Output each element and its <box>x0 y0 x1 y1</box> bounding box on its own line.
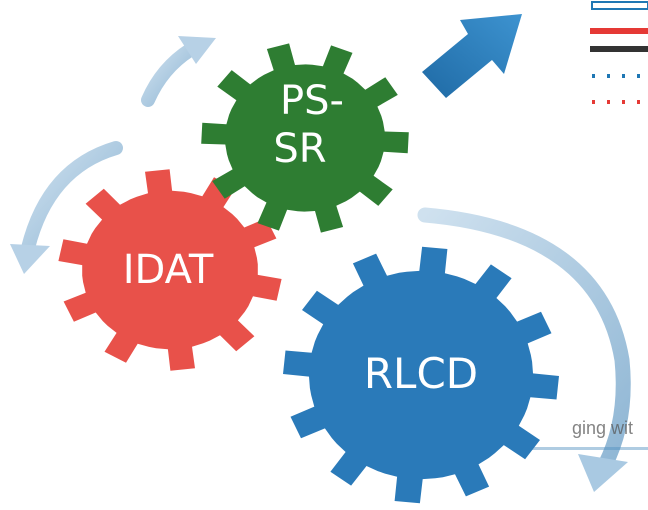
gear-label-ps-sr-line1: PS- <box>280 78 344 124</box>
gear-idat-body <box>58 169 282 371</box>
gear-label-ps-sr-line2: SR <box>273 126 326 172</box>
gear-label-rlcd: RLCD <box>364 349 478 398</box>
output-arrow <box>422 14 522 98</box>
faded-caption-text: ging wit <box>572 418 633 438</box>
arc-arrow-top <box>141 43 197 107</box>
gear-label-idat: IDAT <box>123 247 214 293</box>
arc-arrow-right-head <box>578 454 628 492</box>
gear-rlcd-body <box>283 246 559 504</box>
legend <box>590 1 648 104</box>
legend-line-2 <box>590 28 648 34</box>
arc-arrow-left-head <box>10 244 50 274</box>
legend-line-1 <box>591 1 648 10</box>
gear-rlcd <box>283 246 559 504</box>
legend-line-3 <box>590 46 648 52</box>
arc-arrow-right <box>417 207 631 473</box>
faded-caption: ging wit <box>520 418 648 450</box>
gear-idat <box>58 169 282 371</box>
gear-ps-sr <box>201 43 409 233</box>
faded-caption-line <box>520 447 648 450</box>
gears <box>58 43 559 504</box>
cycle-arrows <box>10 14 631 492</box>
gear-ps-sr-body <box>201 43 409 233</box>
arc-arrow-left <box>21 141 123 255</box>
arc-arrow-top-head <box>178 36 216 64</box>
